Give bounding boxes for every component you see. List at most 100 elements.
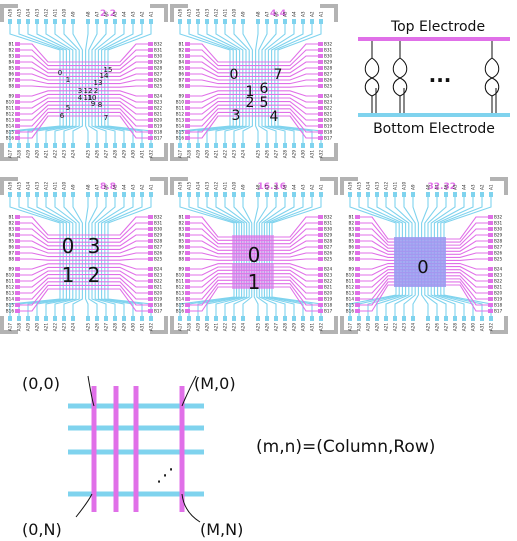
corner-bracket: [320, 177, 338, 195]
pad-label-top: A15: [187, 181, 192, 190]
top-electrode-trace: [190, 108, 318, 127]
left-pad: [15, 257, 20, 261]
right-pad: [318, 66, 323, 70]
bottom-pad: [480, 316, 484, 321]
top-pad: [462, 192, 466, 197]
pad-label-right: B23: [154, 100, 163, 105]
pad-label-top: A3: [131, 11, 136, 17]
pad-label-top: A16: [8, 181, 13, 190]
coordinate-formula: (m,n)=(Column,Row): [256, 437, 435, 457]
pad-label-right: B25: [154, 257, 163, 262]
pad-label-right: B29: [154, 60, 163, 65]
cell-index-label: 2: [94, 87, 98, 95]
pad-label-bottom: A31: [310, 323, 315, 332]
pad-label-left: B9: [178, 94, 184, 99]
pad-label-right: B23: [324, 273, 333, 278]
pad-label-left: B5: [8, 239, 14, 244]
top-pad: [178, 19, 182, 24]
pad-label-right: B27: [324, 72, 333, 77]
top-electrode-trace: [20, 234, 148, 247]
top-electrode-trace: [20, 258, 148, 261]
pad-label-right: B18: [494, 303, 503, 308]
bottom-pad: [232, 316, 236, 321]
left-pad: [15, 42, 20, 46]
pad-label-top: A11: [393, 181, 398, 190]
bottom-electrode-trace: [85, 24, 89, 143]
pad-label-bottom: A32: [319, 323, 324, 332]
top-pad: [375, 192, 379, 197]
corner-label-bottom-left: (0,N): [22, 520, 62, 539]
right-pad: [488, 309, 493, 313]
bottom-pad: [62, 316, 66, 321]
panel-size-tag: 4.4: [270, 9, 286, 19]
pad-label-top: A11: [223, 8, 228, 17]
pad-label-left: B6: [8, 245, 14, 250]
top-pad: [35, 192, 39, 197]
right-pad: [318, 94, 323, 98]
pad-label-bottom: A31: [140, 323, 145, 332]
bottom-pad: [26, 143, 30, 148]
left-pad: [185, 100, 190, 104]
bottom-pad: [113, 316, 117, 321]
corner-bracket: [0, 177, 18, 195]
pad-label-left: B8: [8, 257, 14, 262]
left-pad: [185, 106, 190, 110]
left-pad: [185, 112, 190, 116]
bottom-electrode-trace: [72, 197, 83, 316]
pad-label-left: B11: [176, 279, 185, 284]
top-pad: [140, 19, 144, 24]
pad-label-left: B7: [8, 251, 14, 256]
top-electrode-trace: [190, 115, 318, 139]
pad-label-top: A8: [86, 11, 91, 17]
pad-label-right: B24: [324, 267, 333, 272]
bottom-pad: [86, 143, 90, 148]
pad-label-left: B10: [176, 100, 185, 105]
bottom-electrode-trace: [36, 197, 71, 316]
right-pad: [148, 66, 153, 70]
pad-label-left: B11: [346, 279, 355, 284]
bottom-pad: [301, 143, 305, 148]
pad-label-bottom: A27: [444, 323, 449, 332]
pad-label-bottom: A26: [95, 150, 100, 159]
left-pad: [15, 72, 20, 76]
cell-index-label: 0: [248, 243, 261, 267]
top-pad: [366, 192, 370, 197]
pad-label-top: A9: [411, 184, 416, 190]
pad-label-right: B20: [154, 118, 163, 123]
bottom-pad: [462, 316, 466, 321]
bottom-electrode-trace: [215, 24, 244, 143]
right-pad: [318, 297, 323, 301]
pad-label-left: B10: [6, 100, 15, 105]
pad-label-top: A12: [214, 8, 219, 17]
top-pad: [471, 192, 475, 197]
pad-label-top: A12: [44, 8, 49, 17]
pad-label-right: B20: [324, 118, 333, 123]
pad-label-top: A4: [292, 11, 297, 17]
top-pad: [196, 192, 200, 197]
memristor-body: [364, 57, 380, 97]
top-electrode-trace: [20, 263, 148, 270]
pad-label-right: B31: [324, 221, 333, 226]
pad-label-bottom: A19: [26, 323, 31, 332]
pad-label-top: A1: [319, 184, 324, 190]
pad-label-right: B26: [154, 251, 163, 256]
bottom-pad: [471, 316, 475, 321]
pad-label-top: A7: [265, 11, 270, 17]
top-electrode-trace: [20, 97, 148, 109]
top-electrode-column: [113, 386, 119, 512]
cell-index-label: 4: [78, 94, 83, 102]
top-pad: [214, 19, 218, 24]
pad-label-top: A11: [53, 181, 58, 190]
pad-label-left: B4: [348, 233, 354, 238]
pad-label-left: B1: [8, 215, 14, 220]
left-pad: [15, 118, 20, 122]
pad-label-right: B28: [154, 239, 163, 244]
left-pad: [15, 66, 20, 70]
pad-label-top: A13: [205, 181, 210, 190]
pad-label-right: B23: [494, 273, 503, 278]
top-pad: [8, 19, 12, 24]
pad-label-right: B24: [324, 94, 333, 99]
corner-bracket: [340, 177, 358, 195]
cell-index-label: 1: [246, 84, 255, 100]
top-electrode-trace: [190, 85, 318, 88]
